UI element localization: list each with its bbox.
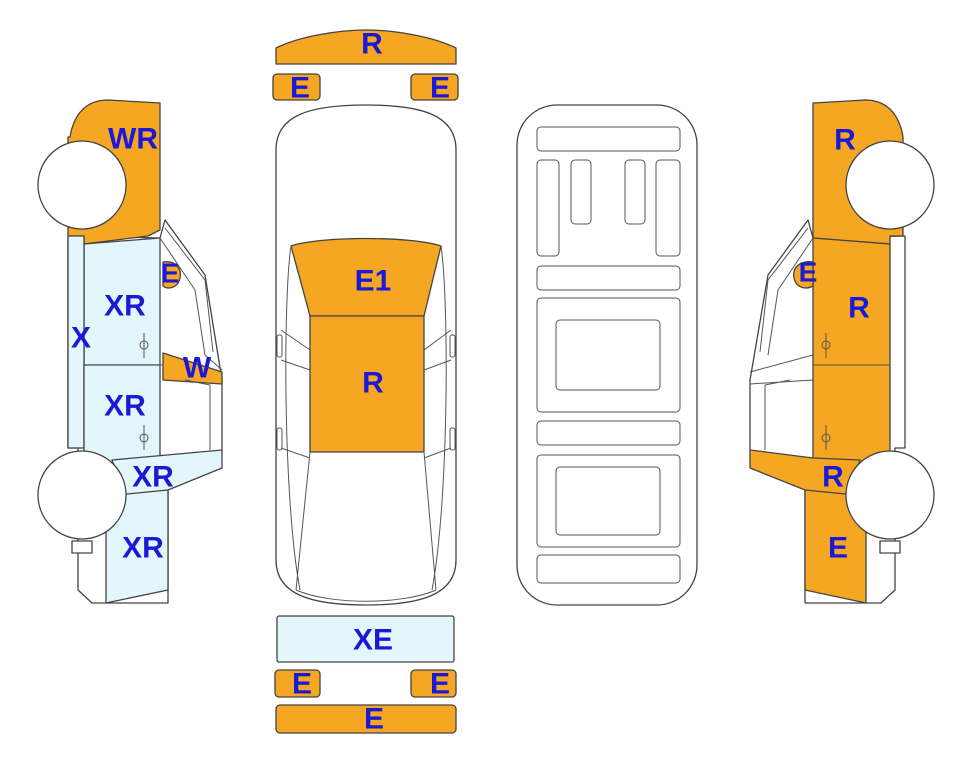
label-top-front-bumper: R: [361, 28, 383, 61]
label-left-front-door: XR: [104, 290, 146, 323]
top-headlamp-right[interactable]: [410, 73, 459, 101]
label-right-rear-quarter: E: [828, 532, 848, 565]
label-top-windshield: E1: [355, 265, 392, 298]
label-left-rocker: X: [71, 322, 91, 355]
top-rear-panel[interactable]: [276, 615, 455, 663]
label-top-headlamp-left: E: [290, 72, 310, 105]
left-rear-quarter[interactable]: [105, 489, 169, 604]
right-door-mirror[interactable]: [793, 261, 814, 289]
top-mirror-left: [276, 334, 283, 358]
right-rear-wheel: [845, 450, 935, 540]
label-left-rear-quarter: XR: [122, 532, 164, 565]
label-left-front-fender: WR: [108, 123, 158, 156]
left-window-lines: [159, 227, 223, 450]
label-top-roof: R: [362, 367, 384, 400]
left-center-pillar[interactable]: [162, 352, 223, 385]
top-headlamp-left[interactable]: [272, 73, 321, 101]
label-left-rear-sill: XR: [132, 461, 174, 494]
left-door-handles: [139, 333, 149, 450]
label-right-rear-sill: R: [822, 461, 844, 494]
top-cabin-lines: [280, 245, 452, 602]
right-front-door[interactable]: [812, 237, 891, 466]
right-window-lines: [749, 227, 814, 450]
label-right-mirror: E: [799, 257, 818, 288]
right-door-handles: [821, 333, 831, 450]
left-front-wheel: [37, 140, 127, 230]
left-rear-wheel: [37, 450, 127, 540]
underbody-outline: [516, 104, 698, 606]
top-roof[interactable]: [309, 315, 425, 453]
right-side-view: R E R R E: [749, 99, 935, 604]
label-left-rear-door: XR: [104, 390, 146, 423]
underbody-view: [516, 104, 698, 606]
left-door-mirror[interactable]: [162, 261, 181, 289]
label-left-mirror: E: [161, 258, 180, 289]
right-front-wheel: [845, 140, 935, 230]
top-mirror-right: [449, 334, 456, 358]
label-top-headlamp-right: E: [430, 72, 450, 105]
label-top-tail-lamp-right: E: [430, 668, 450, 701]
left-side-view: WR E X XR W XR XR XR: [37, 99, 223, 604]
label-right-front-door: R: [848, 292, 870, 325]
label-right-front-fender: R: [834, 124, 856, 157]
label-top-rear-panel: XE: [353, 624, 393, 657]
top-tail-lamp-right[interactable]: [410, 669, 457, 698]
top-rear-bumper[interactable]: [275, 704, 457, 734]
top-view: R E E E1 R XE E E E: [272, 28, 459, 736]
left-tail-nub: [71, 540, 93, 554]
top-tail-lamp-left[interactable]: [274, 669, 321, 698]
label-top-rear-bumper: E: [364, 703, 384, 736]
top-front-bumper[interactable]: [275, 29, 457, 65]
underbody-panels: [536, 126, 681, 584]
top-handle-left: [276, 427, 283, 451]
right-tail-nub: [879, 540, 901, 554]
label-left-center-pillar: W: [183, 352, 212, 385]
label-top-tail-lamp-left: E: [292, 668, 312, 701]
top-handle-right: [449, 427, 456, 451]
